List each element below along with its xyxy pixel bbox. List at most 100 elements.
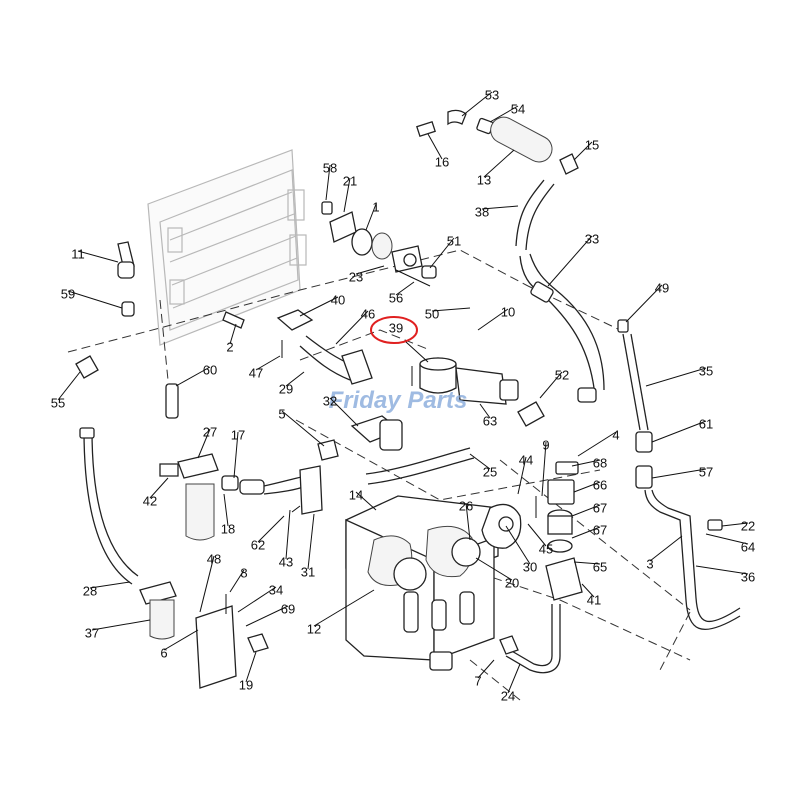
callout-label-49: 49 (655, 280, 669, 295)
callout-label-51: 51 (447, 233, 461, 248)
callout-leader-26 (465, 502, 471, 541)
callout-leader-45 (527, 523, 547, 547)
callout-label-61: 61 (699, 416, 713, 431)
callout-label-54: 54 (511, 101, 525, 116)
callout-label-45: 45 (539, 541, 553, 556)
callout-leader-36 (695, 565, 749, 575)
callout-label-56: 56 (389, 290, 403, 305)
callout-leader-68 (571, 459, 601, 467)
coupling-assembly (321, 201, 437, 287)
callout-label-6: 6 (160, 645, 167, 660)
callout-label-52: 52 (555, 367, 569, 382)
callout-label-55: 55 (51, 395, 65, 410)
callout-leader-13 (483, 149, 515, 178)
callout-leader-7 (477, 659, 495, 679)
callout-leader-38 (481, 205, 519, 210)
callout-label-46: 46 (361, 306, 375, 321)
callout-label-64: 64 (741, 539, 755, 554)
callout-leader-39 (405, 341, 429, 363)
callout-label-3: 3 (646, 556, 653, 571)
callout-leader-27 (197, 428, 211, 459)
callout-leader-25 (469, 453, 491, 470)
callout-label-42: 42 (143, 493, 157, 508)
callout-leader-6 (163, 629, 199, 651)
callout-leader-30 (505, 525, 531, 565)
callout-label-35: 35 (699, 363, 713, 378)
callout-leader-10 (477, 308, 509, 331)
main-transmission-14 (345, 495, 522, 671)
callout-label-60: 60 (203, 362, 217, 377)
callout-label-68: 68 (593, 455, 607, 470)
callout-label-41: 41 (587, 592, 601, 607)
callout-leader-55 (57, 371, 81, 401)
callout-label-58: 58 (323, 160, 337, 175)
callout-leader-58 (325, 164, 331, 201)
filter-assembly-27 (159, 453, 323, 541)
callout-label-34: 34 (269, 582, 283, 597)
callout-leader-3 (649, 535, 683, 562)
watermark-text: Friday Parts (329, 387, 468, 414)
callout-leader-46 (335, 310, 369, 345)
callout-label-19: 19 (239, 677, 253, 692)
callout-label-21: 21 (343, 173, 357, 188)
callout-leader-67b (571, 526, 601, 539)
callout-leader-40 (299, 296, 339, 317)
callout-label-32: 32 (323, 393, 337, 408)
callout-leader-23 (355, 265, 385, 275)
pump-39 (419, 357, 545, 427)
callout-label-20: 20 (505, 575, 519, 590)
callout-leader-2 (229, 323, 237, 345)
bolts (225, 340, 537, 614)
callout-label-39: 39 (389, 320, 403, 335)
callout-leader-28 (89, 581, 131, 589)
callout-leader-51 (429, 237, 455, 269)
callout-label-36: 36 (741, 569, 755, 584)
callout-label-28: 28 (83, 583, 97, 598)
callout-leader-14 (355, 491, 377, 511)
callout-label-8: 8 (240, 565, 247, 580)
callout-label-14: 14 (349, 487, 363, 502)
callout-leader-60 (175, 366, 211, 387)
callout-label-29: 29 (279, 381, 293, 396)
callout-label-23: 23 (349, 269, 363, 284)
callout-leader-34 (237, 586, 277, 613)
callout-label-50: 50 (425, 306, 439, 321)
callout-label-53: 53 (485, 87, 499, 102)
callout-label-27: 27 (203, 424, 217, 439)
callout-leader-56 (395, 281, 415, 296)
callout-label-67a: 67 (593, 500, 607, 515)
callout-leader-67a (571, 504, 601, 517)
callout-leader-41 (581, 583, 595, 598)
callout-label-12: 12 (307, 621, 321, 636)
callout-leader-5 (281, 410, 325, 447)
callout-label-47: 47 (249, 365, 263, 380)
callout-label-15: 15 (585, 137, 599, 152)
callout-label-37: 37 (85, 625, 99, 640)
callout-leader-53 (461, 91, 493, 117)
callout-leader-49 (625, 284, 663, 323)
callout-label-16: 16 (435, 154, 449, 169)
callout-leader-9 (541, 441, 547, 497)
callout-leader-44 (517, 456, 527, 495)
callout-leader-61 (651, 420, 707, 443)
callout-leader-37 (91, 619, 151, 631)
callout-leader-17 (233, 431, 239, 479)
callout-leader-33 (547, 235, 593, 287)
callout-label-65: 65 (593, 559, 607, 574)
callout-label-4: 4 (612, 427, 619, 442)
callout-label-40: 40 (331, 292, 345, 307)
callout-label-67b: 67 (593, 522, 607, 537)
callout-label-59: 59 (61, 286, 75, 301)
callout-leader-57 (651, 468, 707, 479)
fitting-32 (317, 415, 475, 485)
filter-assembly-37 (139, 581, 269, 689)
callout-leader-63 (479, 403, 491, 419)
callout-label-66: 66 (593, 477, 607, 492)
callout-leader-50 (431, 307, 471, 312)
callout-leader-54 (489, 105, 519, 123)
callout-leader-64 (705, 533, 749, 545)
callout-label-22: 22 (741, 518, 755, 533)
callout-leader-4 (577, 431, 617, 457)
callout-leader-15 (573, 141, 593, 161)
callout-label-17: 17 (231, 427, 245, 442)
